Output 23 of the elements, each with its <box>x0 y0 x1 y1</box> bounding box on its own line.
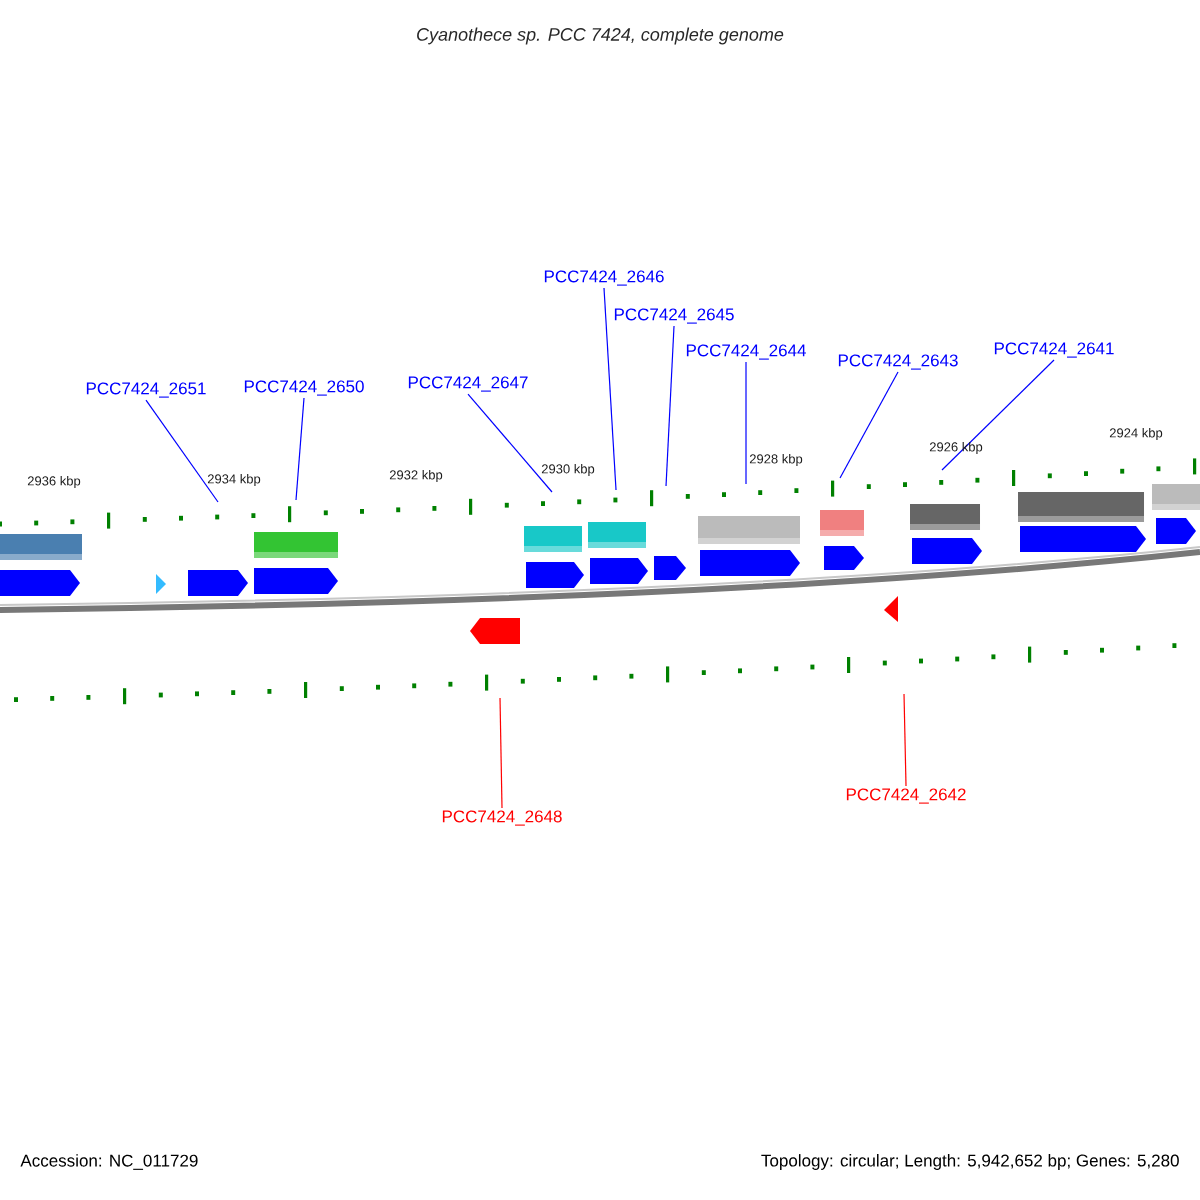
gene-label: PCC7424_2644 <box>686 344 806 360</box>
leader-line <box>903 693 907 787</box>
gene-label: PCC7424_2646 <box>544 270 664 286</box>
leader-line <box>499 697 503 809</box>
leader-line <box>603 287 617 491</box>
gene-label: PCC7424_2643 <box>838 354 958 370</box>
leader-line <box>745 361 747 485</box>
gene-label: PCC7424_2642 <box>846 788 966 804</box>
title: Cyanothece sp. PCC 7424, complete genome <box>417 27 784 45</box>
leader-line <box>467 393 553 493</box>
leader-line <box>145 399 219 503</box>
gene-label: PCC7424_2651 <box>86 382 206 398</box>
gene-label: PCC7424_2648 <box>442 810 562 826</box>
leader-line <box>941 359 1055 471</box>
leader-line <box>665 325 675 487</box>
footer-text: Topology: circular; Length: 5,942,652 bp; Genes: 5,280 <box>761 1154 1179 1170</box>
footer-text: Accession: NC_011729 <box>20 1154 198 1170</box>
leader-line <box>839 371 899 479</box>
leader-line <box>295 397 305 501</box>
gene-label: PCC7424_2650 <box>244 380 364 396</box>
gene-label: PCC7424_2645 <box>614 308 734 324</box>
gene-label: PCC7424_2647 <box>408 376 528 392</box>
gene-label: PCC7424_2641 <box>994 342 1114 358</box>
